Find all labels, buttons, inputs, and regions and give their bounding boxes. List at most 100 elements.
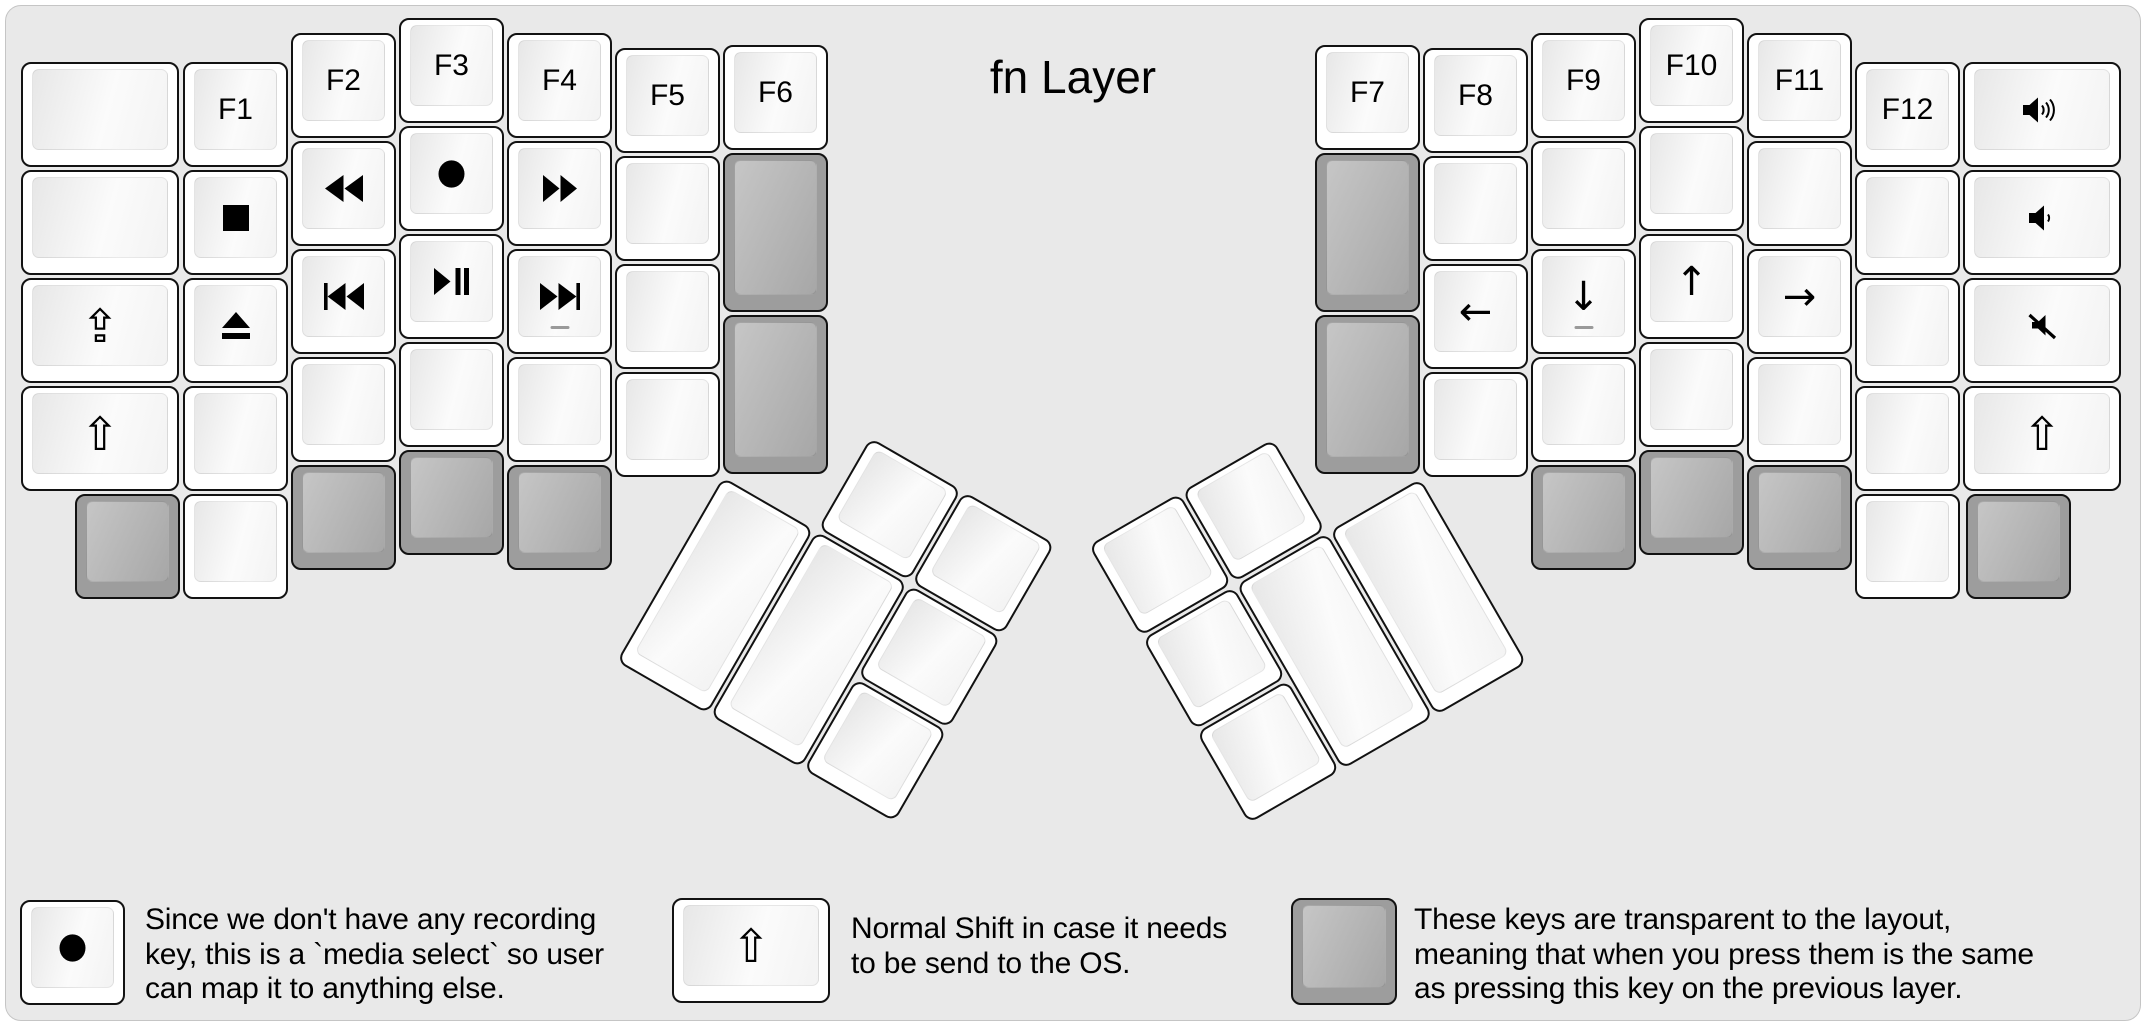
key-blank[interactable] [1855, 386, 1960, 491]
key-label: F2 [325, 63, 361, 97]
key-blank[interactable] [615, 156, 720, 261]
keytop [1434, 379, 1517, 460]
key-blank[interactable] [21, 62, 179, 167]
key-stop[interactable] [183, 170, 288, 275]
key-arrow-right[interactable]: → [1747, 249, 1852, 354]
key-transparent[interactable] [75, 494, 180, 599]
shift-icon: ⇧ [80, 406, 120, 461]
keytop [1326, 322, 1409, 457]
key-shift[interactable]: ⇧ [21, 386, 179, 491]
keytop [1542, 148, 1625, 229]
keytop [626, 271, 709, 352]
key-record[interactable] [399, 126, 504, 231]
key-transparent[interactable] [1315, 153, 1420, 312]
key-blank[interactable] [1531, 141, 1636, 246]
key-blank[interactable] [615, 264, 720, 369]
key-transparent[interactable] [291, 465, 396, 570]
key-f5[interactable]: F5 [615, 48, 720, 153]
keytop [1974, 177, 2110, 258]
key-f12[interactable]: F12 [1855, 62, 1960, 167]
key-blank[interactable] [615, 372, 720, 477]
key-f6[interactable]: F6 [723, 45, 828, 150]
keytop [1650, 349, 1733, 430]
key-prev-track[interactable] [291, 249, 396, 354]
key-f10[interactable]: F10 [1639, 18, 1744, 123]
key-volume-mute[interactable] [1963, 278, 2121, 383]
key-rewind[interactable] [291, 141, 396, 246]
key-arrow-left[interactable]: ← [1423, 264, 1528, 369]
key-f11[interactable]: F11 [1747, 33, 1852, 138]
key-volume-up[interactable] [1963, 62, 2121, 167]
key-blank[interactable] [507, 357, 612, 462]
key-blank[interactable] [183, 494, 288, 599]
key-shift[interactable]: ⇧ [1963, 386, 2121, 491]
keytop [518, 148, 601, 229]
keytop: F6 [734, 52, 817, 133]
key-blank[interactable] [399, 342, 504, 447]
key-blank[interactable] [1531, 357, 1636, 462]
key-transparent[interactable] [1531, 465, 1636, 570]
keytop [1758, 148, 1841, 229]
key-eject[interactable] [183, 278, 288, 383]
key-transparent[interactable] [399, 450, 504, 555]
key-blank[interactable] [183, 386, 288, 491]
key-next-track[interactable] [507, 249, 612, 354]
arrow-up-icon: ↑ [1674, 258, 1709, 305]
keytop [1866, 393, 1949, 474]
key-play-pause[interactable] [399, 234, 504, 339]
record-icon [59, 933, 86, 962]
key-fast-forward[interactable] [507, 141, 612, 246]
key-f9[interactable]: F9 [1531, 33, 1636, 138]
key-blank[interactable] [1855, 494, 1960, 599]
key-transparent[interactable] [1966, 494, 2071, 599]
key-arrow-up[interactable]: ↑ [1639, 234, 1744, 339]
keytop: F4 [518, 40, 601, 121]
key-transparent[interactable] [723, 315, 828, 474]
key-f3[interactable]: F3 [399, 18, 504, 123]
key-blank[interactable] [1747, 357, 1852, 462]
key-label: F6 [757, 75, 793, 109]
caps-lock-icon: ⇪ [80, 298, 120, 353]
volume-mute-icon [2027, 311, 2057, 340]
key-transparent[interactable] [1315, 315, 1420, 474]
key-f4[interactable]: F4 [507, 33, 612, 138]
key-transparent[interactable] [1747, 465, 1852, 570]
key-blank[interactable] [1855, 278, 1960, 383]
keytop [1650, 133, 1733, 214]
keytop [302, 472, 385, 553]
key-label: F7 [1349, 75, 1385, 109]
keytop [302, 256, 385, 337]
legend-text-transparent: These keys are transparent to the layout… [1414, 903, 2034, 1005]
keytop [194, 501, 277, 582]
key-volume-down[interactable] [1963, 170, 2121, 275]
key-blank[interactable] [1639, 342, 1744, 447]
keytop [194, 285, 277, 366]
key-f7[interactable]: F7 [1315, 45, 1420, 150]
key-arrow-down[interactable]: ↓ [1531, 249, 1636, 354]
keytop: ↑ [1650, 241, 1733, 322]
key-f8[interactable]: F8 [1423, 48, 1528, 153]
keytop: F8 [1434, 55, 1517, 136]
keytop [1542, 364, 1625, 445]
key-blank[interactable] [1855, 170, 1960, 275]
key-blank[interactable] [1423, 156, 1528, 261]
key-label: F3 [433, 48, 469, 82]
key-blank[interactable] [1747, 141, 1852, 246]
keytop [734, 160, 817, 295]
key-label: F4 [541, 63, 577, 97]
keytop: F7 [1326, 52, 1409, 133]
key-f1[interactable]: F1 [183, 62, 288, 167]
record-icon [438, 159, 465, 188]
key-blank[interactable] [1639, 126, 1744, 231]
key-transparent[interactable] [723, 153, 828, 312]
key-blank[interactable] [291, 357, 396, 462]
stop-icon [222, 204, 249, 231]
key-caps-lock[interactable]: ⇪ [21, 278, 179, 383]
key-transparent[interactable] [507, 465, 612, 570]
key-blank[interactable] [21, 170, 179, 275]
key-blank[interactable] [1423, 372, 1528, 477]
key-label: F5 [649, 78, 685, 112]
key-f2[interactable]: F2 [291, 33, 396, 138]
key-transparent[interactable] [1639, 450, 1744, 555]
key-label: F9 [1565, 63, 1601, 97]
